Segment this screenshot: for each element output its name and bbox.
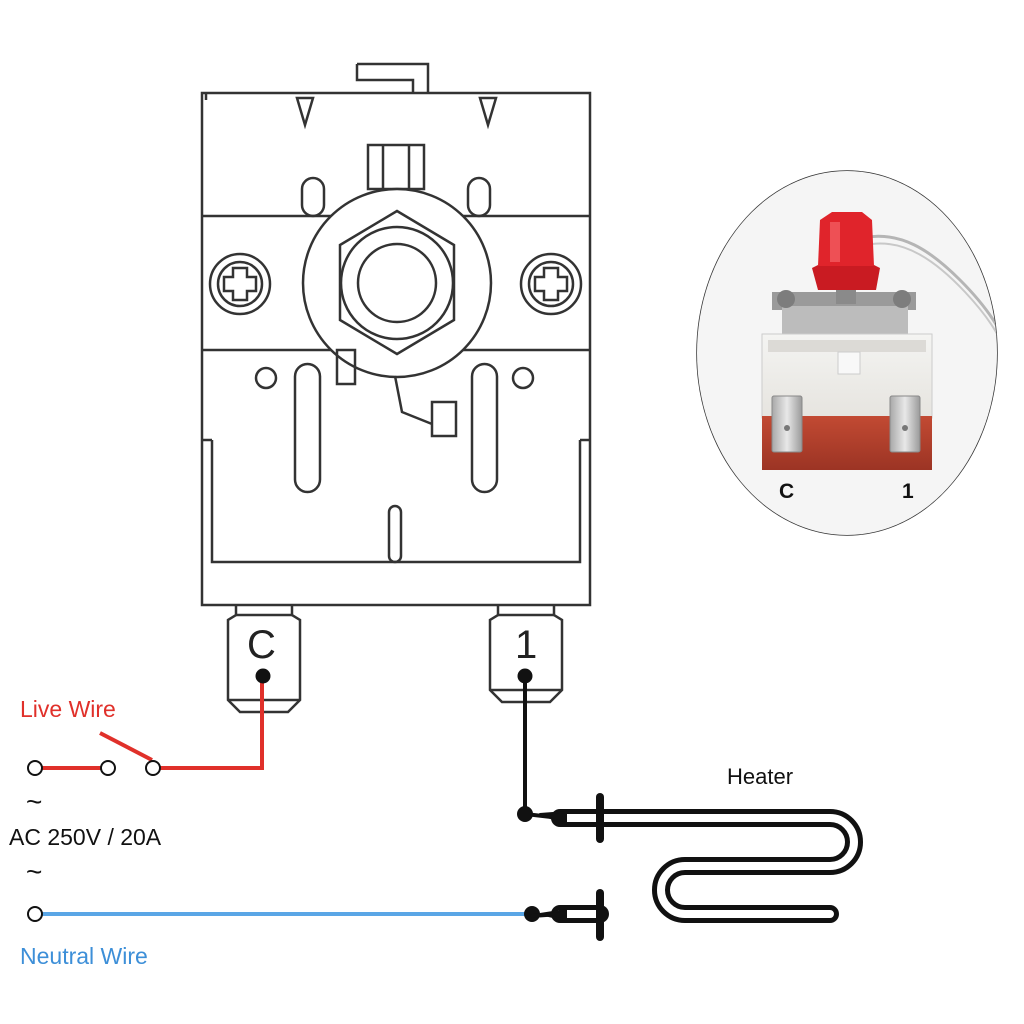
live-wire-label: Live Wire — [20, 696, 116, 722]
ac-symbol-top: ~ — [26, 786, 43, 817]
photo-terminal-1-label: 1 — [902, 480, 914, 503]
neutral-wire-label: Neutral Wire — [20, 943, 148, 969]
load-wire — [517, 668, 561, 822]
neutral-wire — [27, 906, 540, 922]
photo-terminal-c-label: C — [779, 480, 795, 503]
screw-icon — [519, 252, 583, 316]
terminal-c-label: C — [247, 623, 276, 667]
thermostat-drawing — [200, 62, 592, 714]
supply-rating-label: AC 250V / 20A — [9, 824, 162, 850]
heater-label: Heater — [727, 764, 794, 789]
switch-symbol — [27, 731, 161, 776]
screw-icon — [208, 252, 272, 316]
terminal-1-label: 1 — [515, 623, 538, 667]
live-wire — [40, 676, 264, 770]
ac-symbol-bottom: ~ — [26, 856, 43, 887]
product-photo — [696, 170, 998, 536]
heater-element-icon — [530, 793, 863, 941]
terminal-c-contact — [255, 668, 271, 684]
